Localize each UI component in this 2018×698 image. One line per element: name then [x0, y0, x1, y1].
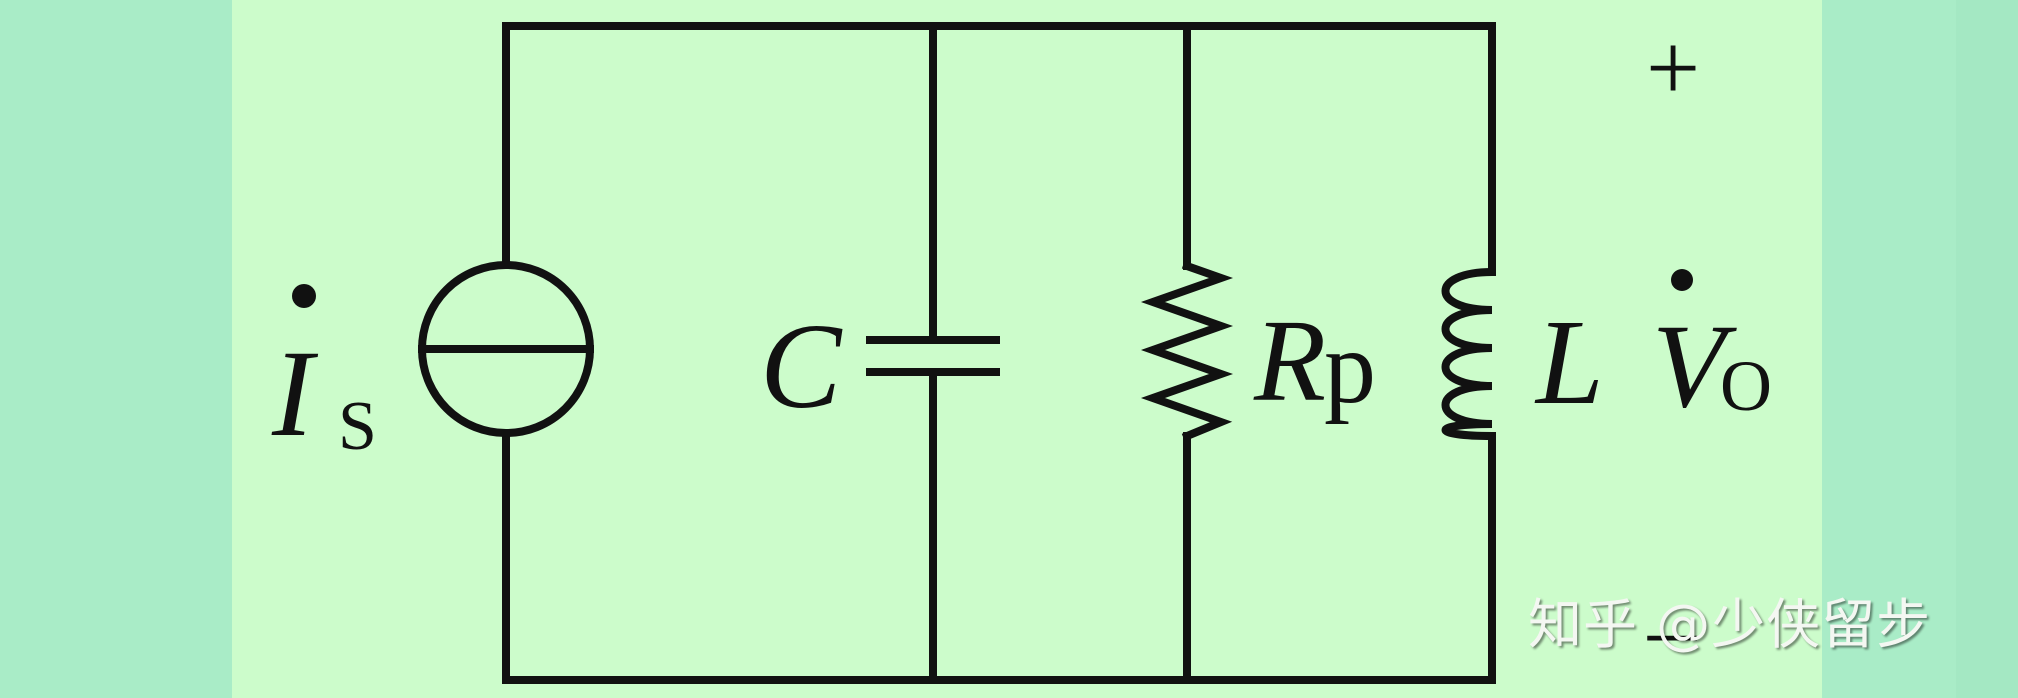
source-phasor-dot — [292, 284, 316, 308]
source-subscript: S — [338, 388, 377, 465]
watermark: 知乎 @少侠留步 — [1528, 593, 1932, 656]
output-voltage-symbol: V — [1652, 299, 1726, 432]
capacitor-label: C — [760, 299, 842, 434]
right-edge-strip — [1956, 0, 2018, 698]
output-voltage-subscript: O — [1720, 346, 1772, 426]
inductor-label: L — [1536, 295, 1604, 430]
output-minus-sign: _ — [1648, 542, 1696, 649]
output-plus-sign: + — [1646, 14, 1701, 121]
source-symbol: I — [272, 325, 314, 462]
output-phasor-dot — [1671, 269, 1693, 291]
source-label: I — [272, 332, 313, 456]
resistor-sub: p — [1324, 310, 1376, 425]
resistor-label: R — [1254, 295, 1327, 426]
inductor-coil — [1441, 267, 1497, 441]
resistor-zigzag — [1140, 260, 1234, 442]
left-side-panel — [0, 0, 232, 698]
